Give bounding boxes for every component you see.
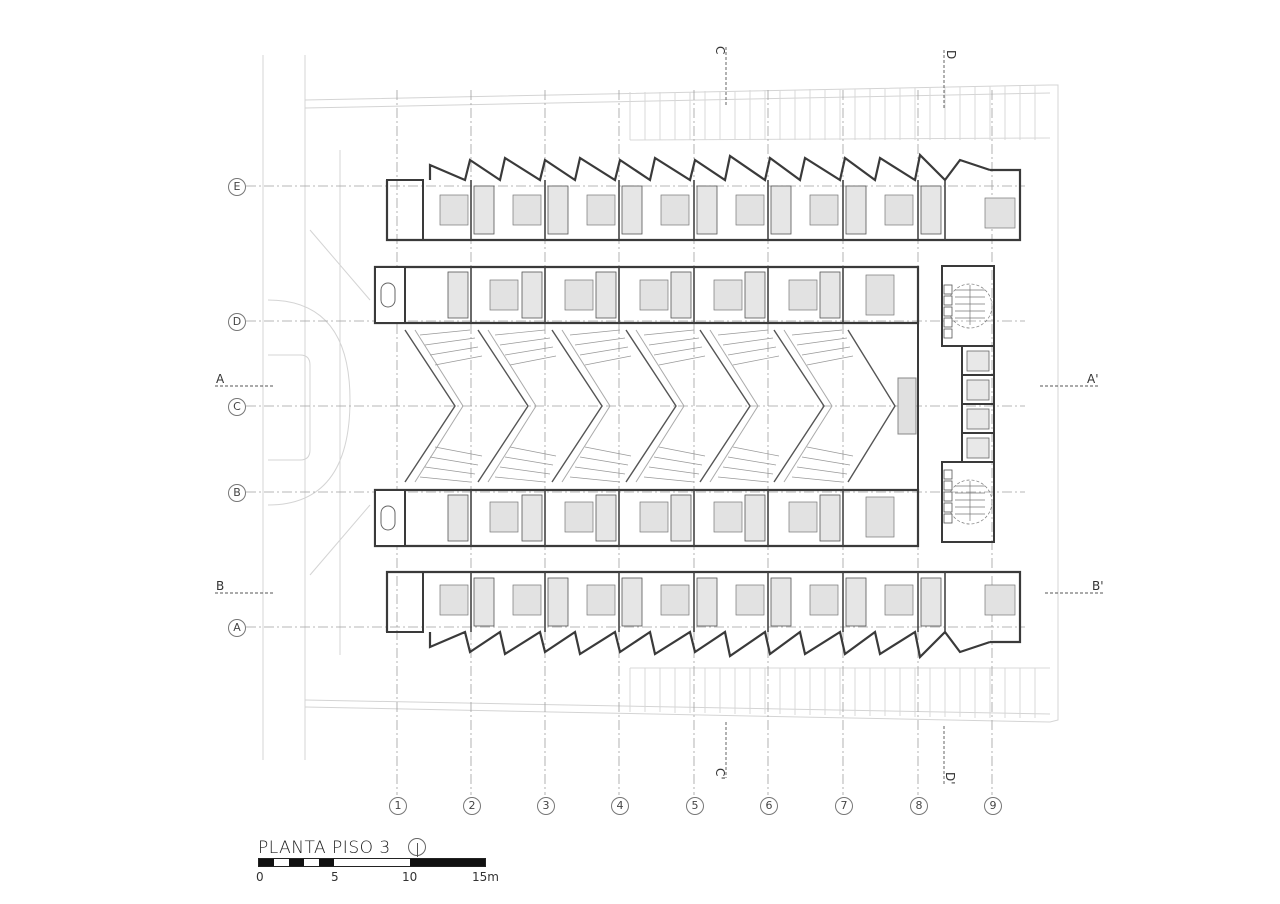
stair-flights (947, 283, 993, 525)
section-lines (215, 47, 1105, 786)
grid-bubble-row-b: B (228, 484, 246, 502)
atrium-stair-treads (419, 329, 854, 483)
bathroom-pods (447, 185, 942, 627)
bathtubs (380, 282, 396, 531)
end-suites-left (374, 179, 424, 633)
section-mark-a-prime: A' (1087, 372, 1099, 386)
atrium-bridges-inner (414, 329, 833, 483)
scale-label-0: 0 (256, 870, 264, 884)
drawing-title: PLANTA PISO 3 (258, 838, 391, 858)
grid-bubble-row-c: C (228, 398, 246, 416)
section-mark-c: C (713, 46, 727, 55)
grid-bubble-col-6: 6 (760, 797, 778, 815)
scale-label-10: 10 (402, 870, 418, 884)
section-mark-b: B (216, 579, 225, 593)
grid-bubble-col-3: 3 (537, 797, 555, 815)
section-mark-b-prime: B' (1092, 579, 1104, 593)
scale-label-5: 5 (331, 870, 339, 884)
grid-bubble-row-d: D (228, 313, 246, 331)
lobby-wall (897, 267, 919, 546)
parking-stripes-top (629, 86, 1051, 141)
grid-bubble-col-7: 7 (835, 797, 853, 815)
parking-stripes-bottom (629, 667, 1050, 718)
north-arrow-icon (408, 838, 426, 857)
scale-label-15m: 15m (472, 870, 499, 884)
grid-bubble-col-9: 9 (984, 797, 1002, 815)
grid-bubble-col-2: 2 (463, 797, 481, 815)
grid-bubble-col-5: 5 (686, 797, 704, 815)
section-mark-d: D (944, 50, 958, 60)
grid-bubble-row-e: E (228, 178, 246, 196)
section-mark-c-prime: C' (713, 768, 727, 780)
atrium-bridges (404, 329, 896, 483)
section-mark-a: A (216, 372, 225, 386)
elevators (966, 350, 990, 459)
grid-bubble-col-8: 8 (910, 797, 928, 815)
grid-bubble-col-1: 1 (389, 797, 407, 815)
vertical-circulation-core (941, 265, 995, 543)
grid-bubble-col-4: 4 (611, 797, 629, 815)
title-block: PLANTA PISO 3 0 5 10 15m (256, 838, 499, 884)
beds (439, 194, 1016, 616)
scale-bar (258, 858, 486, 867)
lockers (943, 284, 953, 524)
room-partitions (470, 180, 946, 632)
grid-bubble-row-a: A (228, 619, 246, 637)
site-context (262, 55, 1059, 760)
section-mark-d-prime: D' (943, 772, 957, 785)
